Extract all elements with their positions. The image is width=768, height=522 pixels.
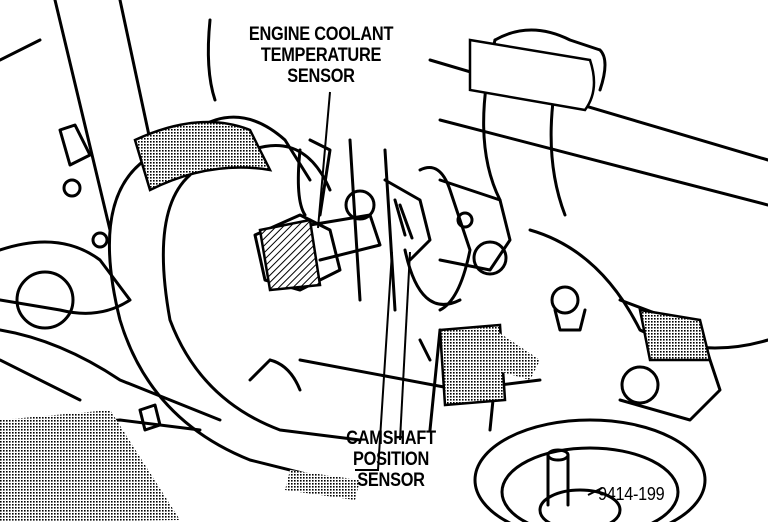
fig-leader-line xyxy=(587,487,603,496)
ect-label-line-2: TEMPERATURE xyxy=(260,45,382,66)
cmp-label-line-3: SENSOR xyxy=(357,470,425,491)
cmp-label-line-1: CAMSHAFT xyxy=(346,428,436,449)
figure-number: 9414-199 xyxy=(598,484,665,504)
shaded-regions xyxy=(0,38,712,522)
cmp-label-line-2: POSITION xyxy=(352,449,430,470)
ect-label-line-1: ENGINE COOLANT xyxy=(248,24,394,45)
leader-lines xyxy=(317,91,603,496)
cmp-leader-line-2 xyxy=(399,251,411,441)
engine-coolant-temperature-sensor-label: ENGINE COOLANT TEMPERATURE SENSOR xyxy=(222,24,420,87)
ect-leader-line xyxy=(317,91,331,229)
camshaft-position-sensor-label: CAMSHAFT POSITION SENSOR xyxy=(309,428,472,491)
cmp-leader-line-1 xyxy=(355,251,393,471)
ect-label-line-3: SENSOR xyxy=(287,66,355,87)
